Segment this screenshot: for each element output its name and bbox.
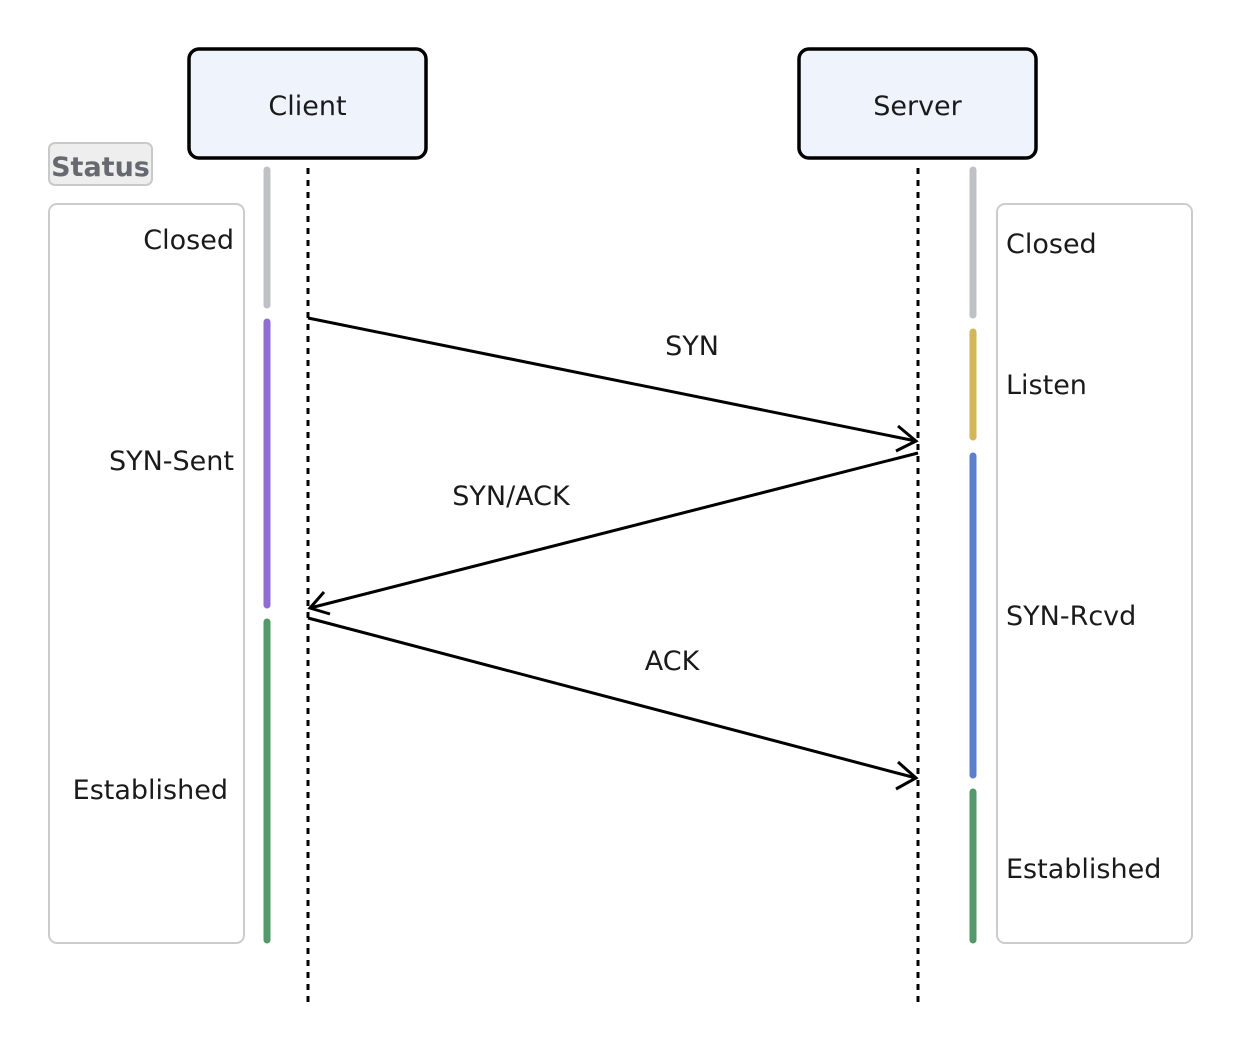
client-state-label-established: Established — [73, 775, 228, 806]
client-actor-box — [187, 47, 428, 160]
server-actor: Server — [797, 47, 1038, 160]
server-status-panel — [996, 203, 1193, 944]
message-syn-line — [307, 316, 917, 443]
server-state-label-listen: Listen — [1006, 370, 1087, 401]
server-state-label-syn-rcvd: SYN-Rcvd — [1006, 601, 1136, 632]
status-badge-box — [48, 142, 153, 186]
server-actor-box — [797, 47, 1038, 160]
message-syn-ack-label: SYN/ACK — [452, 481, 571, 512]
message-syn: SYN — [307, 316, 919, 453]
client-actor: Client — [187, 47, 428, 160]
status-badge-label: Status — [51, 152, 150, 183]
client-actor-label: Client — [268, 91, 346, 122]
message-syn-label: SYN — [665, 331, 719, 362]
client-state-label-syn-sent: SYN-Sent — [109, 446, 234, 477]
server-actor-label: Server — [873, 91, 962, 122]
message-syn-ack: SYN/ACK — [307, 451, 919, 616]
server-state-label-closed: Closed — [1006, 229, 1097, 260]
message-syn-ack-line — [309, 451, 919, 610]
server-state-label-established: Established — [1006, 854, 1161, 885]
client-status-panel — [48, 203, 245, 944]
status-badge: Status — [48, 142, 153, 186]
message-syn-ack-arrowhead — [307, 591, 331, 616]
message-ack-line — [307, 616, 917, 780]
message-ack-label: ACK — [645, 646, 701, 677]
message-ack: ACK — [307, 616, 919, 791]
client-state-label-closed: Closed — [143, 225, 234, 256]
message-syn-arrowhead — [895, 424, 919, 453]
message-ack-arrowhead — [895, 760, 919, 791]
